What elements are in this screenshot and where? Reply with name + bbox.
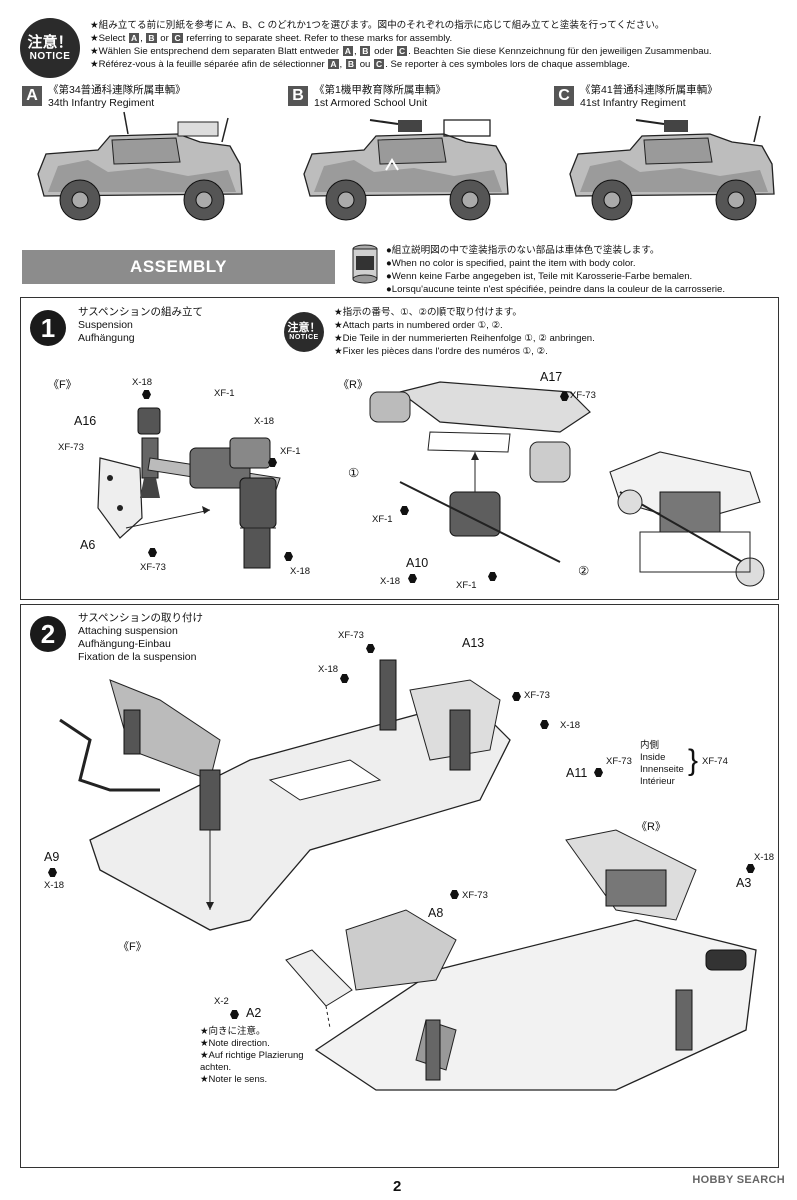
- variant-a-name: 《第34普通科連隊所属車輌》 34th Infantry Regiment: [48, 84, 186, 109]
- label-x2: X-2: [214, 996, 229, 1007]
- part-a16: A16: [74, 414, 97, 428]
- paint-dot: [560, 392, 569, 401]
- paint-dot: [400, 506, 409, 515]
- notice-badge: 注意！ NOTICE: [20, 18, 80, 78]
- assembly-heading: ASSEMBLY: [22, 250, 335, 284]
- order-marker-1: ①: [348, 466, 360, 480]
- brace: }: [688, 744, 699, 777]
- notice-badge-en: NOTICE: [29, 50, 71, 62]
- page-number: 2: [393, 1178, 402, 1195]
- label-x18: X-18: [132, 377, 153, 388]
- step2-rear-chassis-diagram: [314, 829, 757, 1091]
- paint-de: ●Wenn keine Farbe angegeben ist, Teile m…: [386, 271, 693, 282]
- part-a13: A13: [462, 636, 485, 650]
- paint-dot: [540, 720, 549, 729]
- paint-instructions: ●組立説明図の中で塗装指示のない部品は車体色で塗装します。 ●When no c…: [386, 244, 725, 296]
- part-a2: A2: [246, 1006, 262, 1020]
- paint-dot: [142, 390, 151, 399]
- label-x18: X-18: [290, 566, 311, 577]
- label-x18: X-18: [754, 852, 775, 863]
- variant-a-letter: A: [22, 86, 42, 106]
- variant-b-name: 《第1機甲教育隊所属車輌》 1st Armored School Unit: [314, 84, 446, 109]
- paint-dot: [284, 552, 293, 561]
- chip-a: A: [128, 33, 140, 43]
- label-x18: X-18: [318, 664, 339, 675]
- label-xf73: XF-73: [338, 630, 364, 641]
- paint-dot: [450, 890, 459, 899]
- notice-text: ★組み立てる前に別紙を参考に A、B、C のどれか1つを選びます。図中のそれぞれ…: [90, 19, 712, 71]
- step1-tag-front: 《F》: [48, 379, 77, 391]
- paint-dot: [408, 574, 417, 583]
- chip-b: B: [146, 33, 157, 43]
- paint-dot: [268, 458, 277, 467]
- step1-notice-badge: 注意！ NOTICE: [284, 312, 324, 352]
- notice-line-de: ★Wählen Sie entsprechend dem separaten B…: [90, 46, 712, 57]
- step1-title: サスペンションの組み立て Suspension Aufhängung: [78, 306, 204, 344]
- label-x18: X-18: [380, 576, 401, 587]
- step1-tag-rear: 《R》: [338, 379, 368, 391]
- part-a8: A8: [428, 906, 444, 920]
- step1-rear-suspension-diagram: [369, 381, 591, 563]
- paint-en: ●When no color is specified, paint the i…: [386, 258, 636, 269]
- label-xf73: XF-73: [58, 442, 84, 453]
- part-a9: A9: [44, 850, 60, 864]
- vehicle-c-illustration: [569, 115, 775, 221]
- variant-c-letter: C: [554, 86, 574, 106]
- paint-can-icon: [352, 244, 378, 284]
- label-xf1: XF-1: [280, 446, 301, 457]
- notice-badge-jp: 注意！: [27, 33, 73, 51]
- label-xf1: XF-1: [372, 514, 393, 525]
- paint-dot: [746, 864, 755, 873]
- step2-tag-front: 《F》: [118, 941, 147, 953]
- variant-b-letter: B: [288, 86, 308, 106]
- label-xf1: XF-1: [456, 580, 477, 591]
- paint-dot: [340, 674, 349, 683]
- step2-number: 2: [30, 616, 66, 652]
- paint-fr: ●Lorsqu'aucune teinte n'est spécifiée, p…: [386, 284, 726, 295]
- paint-dot: [366, 644, 375, 653]
- paint-dot: [148, 548, 157, 557]
- part-a10: A10: [406, 556, 429, 570]
- step2-tag-rear: 《R》: [636, 821, 666, 833]
- paint-dot: [48, 868, 57, 877]
- paint-dot: [594, 768, 603, 777]
- notice-line-jp: ★組み立てる前に別紙を参考に A、B、C のどれか1つを選びます。図中のそれぞれ…: [90, 20, 665, 31]
- vehicle-a-illustration: [37, 111, 243, 221]
- step1-rear-assembled-diagram: [609, 451, 765, 587]
- step1-notice-text: ★指示の番号、①、②の順で取り付けます。 ★Attach parts in nu…: [334, 307, 595, 357]
- part-a17: A17: [540, 370, 563, 384]
- label-x18: X-18: [44, 880, 65, 891]
- step1-front-suspension-diagram: [97, 407, 281, 569]
- label-xf73: XF-73: [570, 390, 596, 401]
- step2-plate-a2: [285, 949, 353, 1029]
- label-x18: X-18: [560, 720, 581, 731]
- label-xf1: XF-1: [214, 388, 235, 399]
- notice-line-fr: ★Référez-vous à la feuille séparée afin …: [90, 59, 630, 70]
- label-xf73: XF-73: [524, 690, 550, 701]
- label-xf74: XF-74: [702, 756, 728, 767]
- notice-line-en: ★Select A, B or C referring to separate …: [90, 33, 453, 44]
- label-xf73: XF-73: [606, 756, 632, 767]
- part-a11: A11: [566, 766, 588, 780]
- label-xf73: XF-73: [140, 562, 166, 573]
- inside-note: 内側 Inside Innenseite Intérieur: [640, 740, 684, 787]
- label-x18: X-18: [254, 416, 275, 427]
- direction-note: ★向きに注意。 ★Note direction. ★Auf richtige P…: [200, 1026, 304, 1085]
- step2-front-chassis-diagram: [59, 659, 511, 931]
- chip-c: C: [172, 33, 183, 43]
- order-marker-2: ②: [578, 564, 590, 578]
- hobby-search-watermark: HOBBY SEARCH: [692, 1174, 785, 1186]
- step2-title: サスペンションの取り付け Attaching suspension Aufhän…: [78, 612, 204, 663]
- label-xf73: XF-73: [462, 890, 488, 901]
- part-a6: A6: [80, 538, 96, 552]
- step1-number: 1: [30, 310, 66, 346]
- vehicle-b-illustration: [303, 119, 509, 221]
- paint-jp: ●組立説明図の中で塗装指示のない部品は車体色で塗装します。: [386, 245, 660, 256]
- paint-dot: [230, 1010, 239, 1019]
- part-a3: A3: [736, 876, 752, 890]
- paint-dot: [512, 692, 521, 701]
- variant-c-name: 《第41普通科連隊所属車輌》 41st Infantry Regiment: [580, 84, 718, 109]
- paint-dot: [488, 572, 497, 581]
